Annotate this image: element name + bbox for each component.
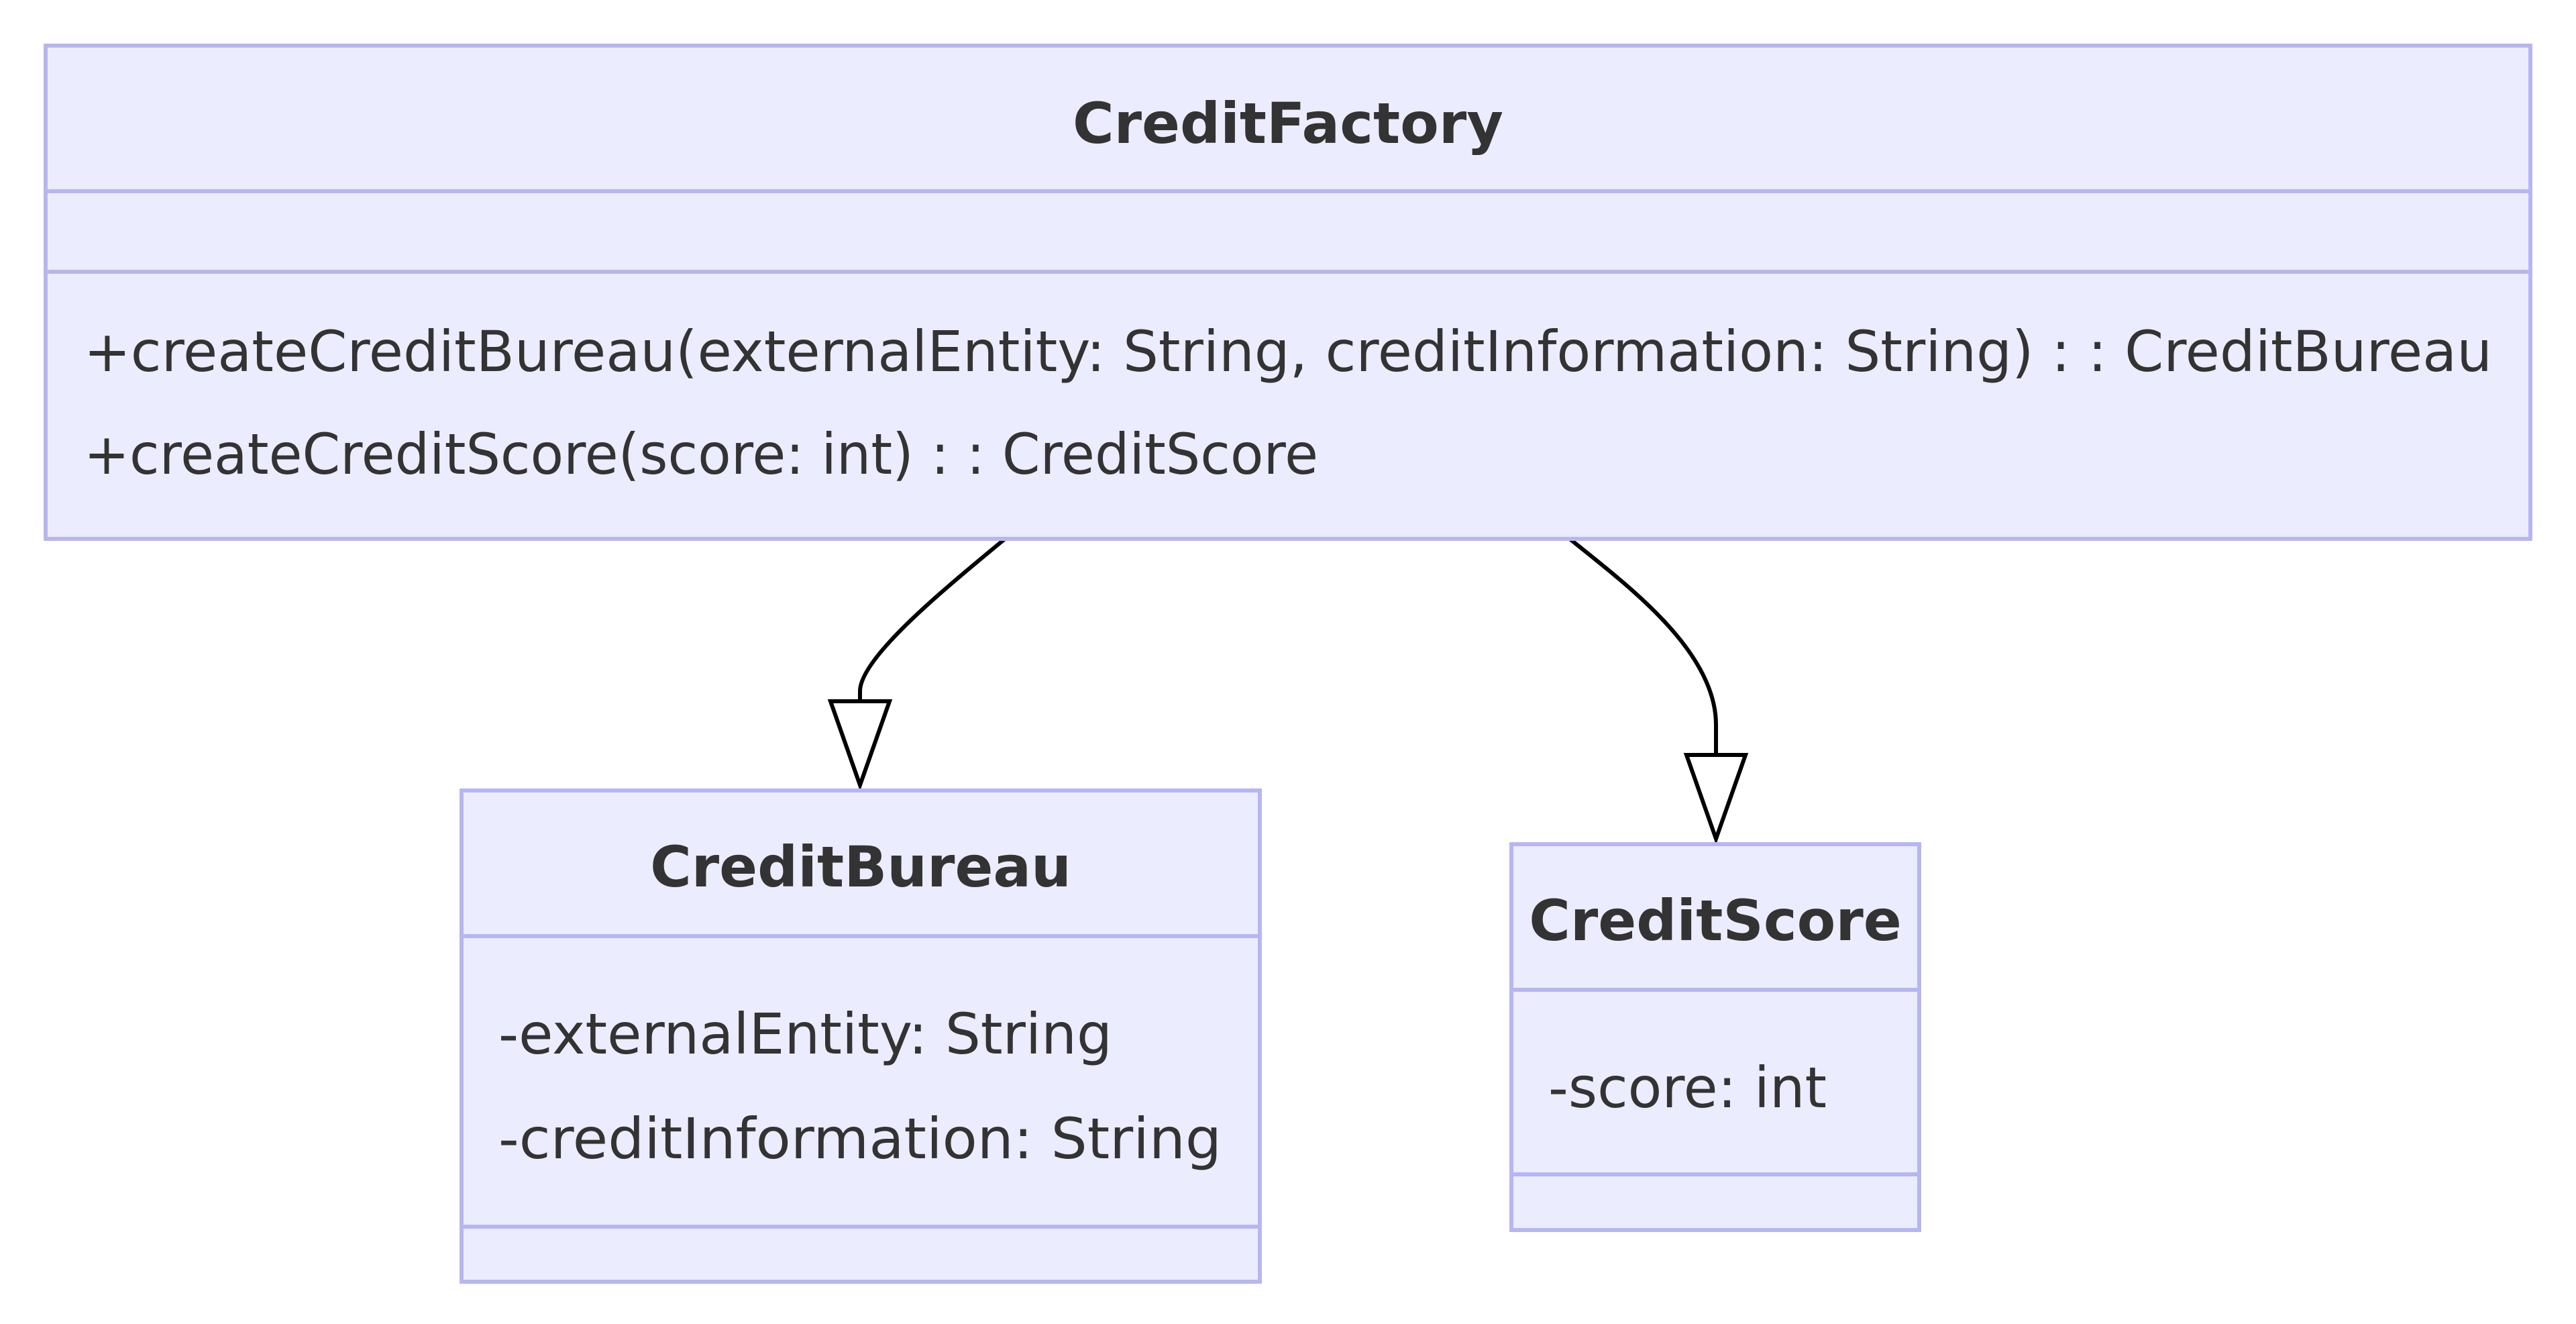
class-box-credit-factory <box>44 44 2532 541</box>
attribute-score: -score: int <box>1548 1055 1827 1121</box>
class-box-credit-score <box>1509 842 1921 1232</box>
class-name-credit-score: CreditScore <box>1529 888 1902 954</box>
class-box-credit-bureau <box>460 788 1262 1284</box>
class-name-credit-bureau: CreditBureau <box>650 834 1071 900</box>
class-credit-factory[interactable]: CreditFactory +createCreditBureau(extern… <box>44 44 2532 541</box>
class-name-credit-factory: CreditFactory <box>1073 91 1503 156</box>
attribute-external-entity: -externalEntity: String <box>498 1001 1112 1067</box>
attribute-credit-information: -creditInformation: String <box>498 1106 1222 1172</box>
class-credit-bureau[interactable]: CreditBureau -externalEntity: String -cr… <box>460 788 1262 1284</box>
edge-creditfactory-to-creditscore <box>1568 537 1718 755</box>
class-credit-score[interactable]: CreditScore -score: int <box>1509 842 1921 1232</box>
inheritance-arrowhead-creditscore <box>1683 753 1749 846</box>
inheritance-arrowhead-creditbureau <box>827 699 893 792</box>
method-create-credit-bureau: +createCreditBureau(externalEntity: Stri… <box>84 319 2492 385</box>
method-create-credit-score: +createCreditScore(score: int) : : Credi… <box>84 421 1318 487</box>
edge-creditfactory-to-creditbureau <box>858 537 1006 701</box>
